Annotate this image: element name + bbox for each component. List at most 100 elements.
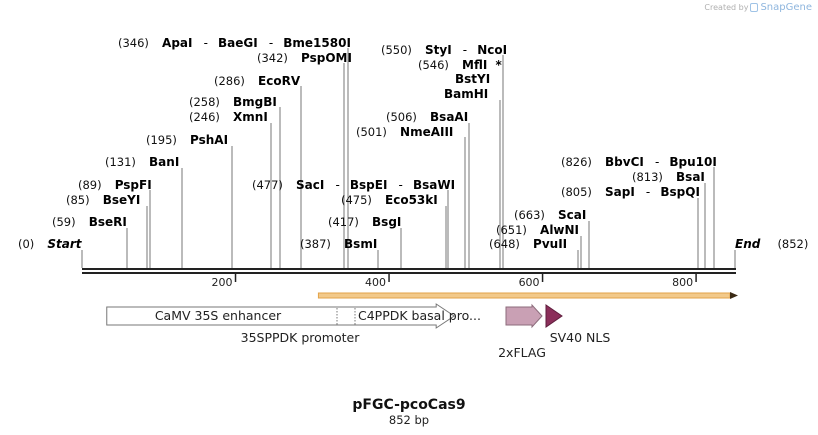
plasmid-name: pFGC-pcoCas9	[352, 397, 465, 413]
svg-text:(131) BanI: (131) BanI	[105, 151, 179, 170]
branding-prefix: Created by	[704, 3, 749, 12]
svg-text:(813) BsaI: (813) BsaI	[632, 166, 705, 185]
site-name-BbvCI: BbvCI	[605, 155, 644, 169]
site-name-NcoI: NcoI	[477, 43, 507, 57]
site-separator: -	[655, 155, 659, 169]
ruler-tick-label: 200	[212, 276, 233, 289]
site-name-ApaI: ApaI	[162, 36, 192, 50]
site-name-BamHI: BamHI	[444, 87, 488, 101]
site-pos-XmnI: (246)	[189, 110, 220, 124]
svg-text:End (852): End (852)	[735, 233, 808, 252]
svg-text:(387) BsmI: (387) BsmI	[300, 233, 377, 252]
ruler-ticks: 200 400 600 800	[212, 274, 697, 289]
svg-text:(663) ScaI: (663) ScaI	[514, 204, 586, 223]
end-label: End	[735, 237, 761, 251]
ruler-tick-label: 400	[365, 276, 386, 289]
site-name-EcoRV: EcoRV	[258, 74, 301, 88]
svg-text:(195) PshAI: (195) PshAI	[146, 129, 228, 148]
site-separator: -	[204, 36, 208, 50]
svg-text:(346) ApaI -: (346) ApaI - BaeGI - Bme1580I	[118, 32, 351, 51]
site-name-BseRI: BseRI	[89, 215, 127, 229]
site-name-MflI: MflI	[462, 58, 487, 72]
svg-text:(826) BbvCI -: (826) BbvCI - Bpu10I	[561, 151, 717, 170]
site-separator: -	[269, 36, 273, 50]
feature-35sppdk-promoter-outline	[106, 303, 456, 329]
site-pos-BseRI: (59)	[52, 215, 76, 229]
site-name-SapI: SapI	[605, 185, 635, 199]
svg-text:(417) BsgI: (417) BsgI	[328, 211, 401, 230]
cut-site-lines	[81, 48, 736, 268]
orf-arrowhead	[730, 292, 738, 299]
site-name-BanI: BanI	[149, 155, 179, 169]
orf-bar	[317, 292, 731, 299]
svg-text:(506) BsaAI: (506) BsaAI	[386, 106, 468, 125]
site-separator: -	[646, 185, 650, 199]
site-name-BaeGI: BaeGI	[218, 36, 258, 50]
site-pos-ApaI: (346)	[118, 36, 149, 50]
svg-text:(342) PspOMI: (342) PspOMI	[257, 47, 352, 66]
site-name-XmnI: XmnI	[233, 110, 268, 124]
feature-2xflag-arrow	[505, 303, 543, 329]
site-pos-BanI: (131)	[105, 155, 136, 169]
site-name-SacI: SacI	[296, 178, 324, 192]
site-pos-Eco53kI: (475)	[341, 193, 372, 207]
site-name-StyI: StyI	[425, 43, 452, 57]
site-separator: -	[399, 178, 403, 192]
site-pos-PshAI: (195)	[146, 133, 177, 147]
svg-text:(475) Eco53kI: (475) Eco53kI	[341, 189, 438, 208]
site-name-AlwNI: AlwNI	[540, 223, 579, 237]
site-name-BseYI: BseYI	[103, 193, 141, 207]
site-separator: -	[335, 178, 339, 192]
site-name-BsaI: BsaI	[676, 170, 705, 184]
site-pos-SapI: (805)	[561, 185, 592, 199]
ruler-tick-label: 800	[672, 276, 693, 289]
site-pos-BseYI: (85)	[66, 193, 90, 207]
site-name-PvuII: PvuII	[533, 237, 567, 251]
svg-text:(651) AlwNI: (651) AlwNI	[496, 219, 579, 238]
start-label: Start	[47, 237, 82, 251]
site-name-PshAI: PshAI	[190, 133, 228, 147]
snapgene-branding: Created by SnapGene	[704, 2, 812, 13]
svg-text:(85) BseYI: (85) BseYI	[66, 189, 140, 208]
feature-label-35sppdk-promoter: 35SPPDK promoter	[241, 330, 361, 345]
site-name-PspOMI: PspOMI	[301, 51, 352, 65]
site-name-BspEI: BspEI	[350, 178, 388, 192]
start-position: (0)	[18, 237, 34, 251]
feature-label-sv40-nls: SV40 NLS	[550, 330, 611, 345]
site-name-BstYI: BstYI	[455, 72, 490, 86]
site-pos-BsmI: (387)	[300, 237, 331, 251]
svg-text:(258) BmgBI: (258) BmgBI	[189, 91, 277, 110]
site-pos-ScaI: (663)	[514, 208, 545, 222]
site-name-Bme1580I: Bme1580I	[283, 36, 351, 50]
site-pos-StyI: (550)	[381, 43, 412, 57]
site-pos-BbvCI: (826)	[561, 155, 592, 169]
site-name-PspFI: PspFI	[115, 178, 152, 192]
site-name-ScaI: ScaI	[558, 208, 586, 222]
svg-text:(546) MflI *: (546) MflI *	[418, 54, 502, 73]
svg-text:(648) PvuII: (648) PvuII	[489, 233, 567, 252]
site-pos-AlwNI: (651)	[496, 223, 527, 237]
sequence-backbone: 200 400 600 800	[82, 268, 736, 289]
ruler-tick-label: 600	[519, 276, 540, 289]
feature-label-2xflag: 2xFLAG	[498, 345, 546, 360]
site-name-BspQI: BspQI	[660, 185, 700, 199]
svg-text:(501) NmeAIII: (501) NmeAIII	[356, 121, 453, 140]
feature-label-c4ppdk-basal: C4PPDK basal pro...	[358, 308, 481, 323]
methylation-star: *	[495, 58, 502, 72]
site-pos-MflI: (546)	[418, 58, 449, 72]
site-name-BsaAI: BsaAI	[430, 110, 468, 124]
snapgene-logo-icon	[750, 3, 759, 12]
site-name-NmeAIII: NmeAIII	[400, 125, 453, 139]
svg-text:(477) SacI -: (477) SacI - BspEI - BsaWI	[252, 174, 455, 193]
svg-text:(246) XmnI: (246) XmnI	[189, 106, 268, 125]
plasmid-length: 852 bp	[389, 413, 429, 427]
svg-text:(0) Start: (0) Start	[18, 233, 83, 252]
site-separator: -	[463, 43, 467, 57]
site-name-BsaWI: BsaWI	[413, 178, 455, 192]
site-pos-BsaAI: (506)	[386, 110, 417, 124]
site-pos-BsgI: (417)	[328, 215, 359, 229]
svg-text:(550) StyI -: (550) StyI - NcoI	[381, 39, 507, 58]
site-pos-EcoRV: (286)	[214, 74, 245, 88]
site-name-BmgBI: BmgBI	[233, 95, 277, 109]
